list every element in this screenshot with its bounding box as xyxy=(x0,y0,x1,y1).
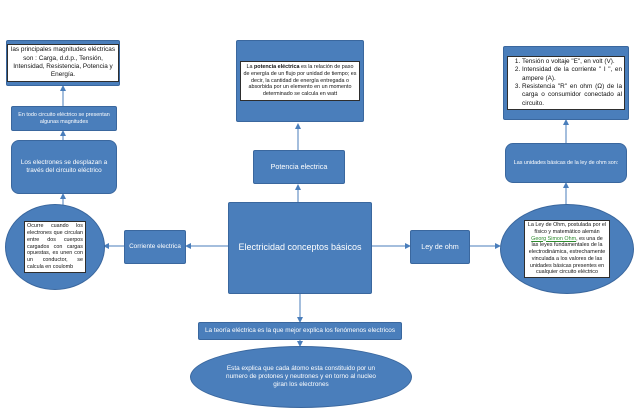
potencia-label: Potencia electrica xyxy=(270,162,328,172)
corriente-ellipse-text: Ocurre cuando los electrones que circula… xyxy=(24,221,86,273)
center-node[interactable]: Electricidad conceptos básicos xyxy=(228,202,372,294)
ohm-ellipse-node[interactable]: La Ley de Ohm, postulada por el físico y… xyxy=(500,204,634,294)
units-list-item: Resistencia "R" en ohm (Ω) de la carga o… xyxy=(522,83,622,108)
units-list: Tensión o voltaje "E", en volt (V).Inten… xyxy=(512,58,622,108)
units-list-item: Tensión o voltaje "E", en volt (V). xyxy=(522,58,622,66)
theory-text: La teoría eléctrica es la que mejor expl… xyxy=(204,326,396,334)
center-title: Electricidad conceptos básicos xyxy=(238,242,362,253)
magnitudes-node[interactable]: En todo circuito eléctrico se presentan … xyxy=(11,106,117,131)
magnitudes-text: En todo circuito eléctrico se presentan … xyxy=(18,111,110,125)
ohm-ellipse-text: La Ley de Ohm, postulada por el físico y… xyxy=(524,220,610,278)
ohm-node[interactable]: Ley de ohm xyxy=(410,230,470,264)
georg-simon-ohm-link[interactable]: Georg Simon Ohm xyxy=(531,235,577,242)
desplazan-node[interactable]: Los electrones se desplazan a través del… xyxy=(11,140,117,194)
atom-ellipse-node[interactable]: Esta explica que cada átomo esta constit… xyxy=(190,346,412,408)
ohm-label: Ley de ohm xyxy=(421,242,459,252)
corriente-node[interactable]: Corriente electrica xyxy=(124,230,186,264)
magnitudes-detail-text: las principales magnitudes eléctricas so… xyxy=(7,44,119,82)
units-list-box: Tensión o voltaje "E", en volt (V).Inten… xyxy=(507,56,625,110)
units-text: Las unidades básicas de la ley de ohm so… xyxy=(513,159,619,166)
theory-node[interactable]: La teoría eléctrica es la que mejor expl… xyxy=(198,322,402,340)
corriente-label: Corriente electrica xyxy=(129,242,181,250)
corriente-ellipse-node[interactable]: Ocurre cuando los electrones que circula… xyxy=(5,204,105,290)
units-list-node[interactable]: Tensión o voltaje "E", en volt (V).Inten… xyxy=(503,46,629,120)
magnitudes-detail-node[interactable]: las principales magnitudes eléctricas so… xyxy=(6,40,120,86)
potencia-detail-text: La potencia eléctrica es la relación de … xyxy=(240,61,360,101)
desplazan-text: Los electrones se desplazan a través del… xyxy=(20,158,108,174)
potencia-detail-node[interactable]: La potencia eléctrica es la relación de … xyxy=(236,40,364,122)
atom-text: Esta explica que cada átomo esta constit… xyxy=(226,364,376,389)
potencia-node[interactable]: Potencia electrica xyxy=(253,150,345,184)
units-node[interactable]: Las unidades básicas de la ley de ohm so… xyxy=(505,143,627,183)
units-list-item: Intensidad de la corriente " I ", en amp… xyxy=(522,66,622,83)
